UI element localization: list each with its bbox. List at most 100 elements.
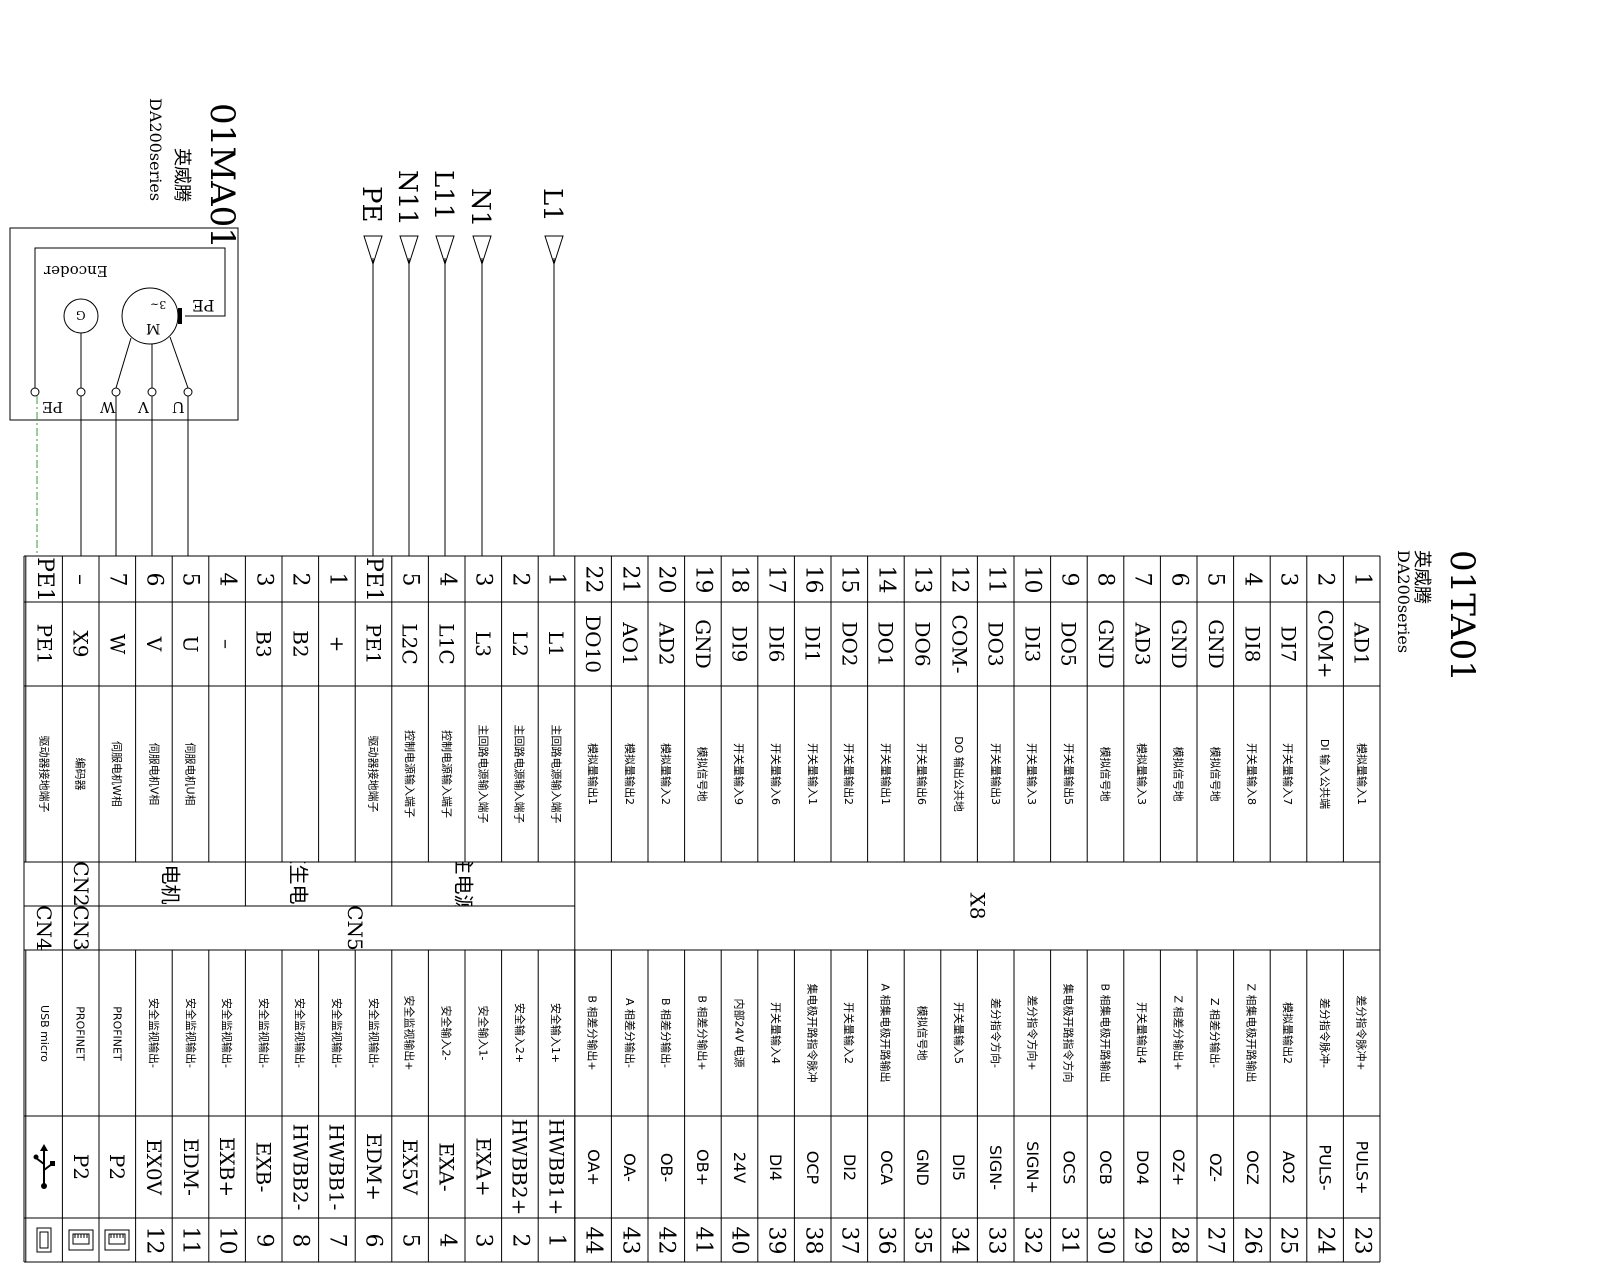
power-pin-desc-text: 伺服电机W相	[110, 741, 124, 807]
x8-pin-number: 35	[904, 1218, 941, 1262]
x8-pin-desc-text: B 相差分输出+	[695, 995, 709, 1071]
cn3-label: CN3	[62, 906, 99, 950]
motor-title: 01MA01	[202, 103, 242, 249]
x8-pin-number-text: 5	[1202, 572, 1228, 586]
terminal-table-grid	[23, 555, 1381, 1263]
x8-pin-desc-text: 开关量输出2	[842, 743, 856, 805]
motor-group: 电机	[99, 862, 245, 906]
safety-pin-number-text: 2	[507, 1233, 533, 1247]
drive-brand: 英威腾	[1411, 550, 1432, 604]
power-pin-code: B2	[282, 602, 319, 686]
x8-pin-code-text: GND	[912, 1148, 932, 1186]
x8-pin-code-text: OZ-	[1205, 1152, 1225, 1182]
x8-pin-code: DI5	[941, 1116, 978, 1218]
x8-pin-number-text: 42	[653, 1226, 679, 1254]
power-pin-desc-text: 主回路电源输入端子	[549, 724, 563, 824]
safety-pin-desc: 安全监视输出-	[172, 950, 209, 1116]
x8-pin-code-text: SIGN-	[986, 1144, 1006, 1190]
x8-pin-desc-text: 开关量输入5	[952, 1002, 966, 1064]
motor-series-block: DA200series	[146, 98, 165, 201]
x8-pin-code: DI6	[758, 602, 795, 686]
cn4-label: CN4	[26, 906, 63, 950]
safety-pin-desc-text: 安全输入1+	[549, 1002, 563, 1064]
x8-pin-desc: 开关量输入9	[721, 686, 758, 862]
x8-pin-number: 13	[904, 556, 941, 602]
x8-pin-number: 36	[868, 1218, 905, 1262]
power-pin-desc: 伺服电机W相	[99, 686, 136, 862]
x8-pin-number: 2	[1307, 556, 1344, 602]
x8-pin-number: 43	[611, 1218, 648, 1262]
drive-series: DA200series	[1394, 550, 1413, 654]
safety-pin-code-text: EX0V	[141, 1138, 166, 1196]
arrow-n11	[399, 235, 419, 266]
x8-pin-code-text: PULS-	[1315, 1143, 1335, 1191]
power-pin-desc: 主回路电源输入端子	[502, 686, 539, 862]
x8-pin-code: OCS	[1051, 1116, 1088, 1218]
x8-pin-number-text: 12	[946, 565, 972, 593]
x8-pin-code-text: DI5	[949, 1153, 969, 1181]
x8-pin-number: 14	[868, 556, 905, 602]
x8-pin-desc-text: 模拟量输出2	[1281, 1002, 1295, 1064]
x8-pin-code-text: OCZ	[1242, 1149, 1262, 1185]
x8-pin-number-text: 3	[1275, 572, 1301, 586]
x8-pin-code: DO10	[575, 602, 612, 686]
x8-pin-desc-text: A 相集电极开路输出	[878, 983, 892, 1083]
power-pin-desc: 控制电源输入端子	[428, 686, 465, 862]
x8-pin-code: DI2	[831, 1116, 868, 1218]
safety-pin-desc: 安全输入2-	[428, 950, 465, 1116]
x8-pin-number: 15	[831, 556, 868, 602]
power-pin-code: L2	[502, 602, 539, 686]
x8-pin-desc-text: Z 相差分输出-	[1208, 997, 1222, 1069]
x8-pin-desc-text: 开关量输出1	[878, 743, 892, 805]
x8-pin-code-text: DO3	[983, 621, 1008, 667]
x8-pin-code-text: GND	[1203, 619, 1228, 669]
x8-pin-desc: 模拟量输出1	[575, 686, 612, 862]
x8-pin-desc: 开关量输入7	[1270, 686, 1307, 862]
x8-pin-code: GND	[1160, 602, 1197, 686]
x8-pin-code-text: GND	[1166, 619, 1191, 669]
power-pin-number: PE1	[355, 556, 392, 602]
power-pin-number: 1	[538, 556, 575, 602]
x8-pin-number-text: 25	[1275, 1226, 1301, 1254]
power-pin-number: 7	[99, 556, 136, 602]
x8-pin-desc-text: B 相差分输出-	[659, 997, 673, 1069]
x8-pin-code: OCB	[1087, 1116, 1124, 1218]
x8-pin-code-text: OA-	[620, 1152, 640, 1182]
x8-pin-number: 39	[758, 1218, 795, 1262]
x8-pin-code-text: COM-	[947, 614, 972, 674]
drive-series-block: DA200series	[1394, 550, 1413, 654]
safety-pin-desc-text: 安全监视输出-	[220, 998, 234, 1068]
safety-pin-desc: 安全监视输出-	[136, 950, 173, 1116]
power-pin-number-text: 1	[324, 572, 350, 586]
x8-pin-desc-text: Z 相差分输出+	[1171, 995, 1185, 1071]
x8-pin-desc: 开关量输入8	[1234, 686, 1271, 862]
x8-pin-code: DO3	[977, 602, 1014, 686]
x8-pin-desc: 开关量输出2	[831, 686, 868, 862]
power-pin-number: 1	[319, 556, 356, 602]
x8-pin-number-text: 43	[617, 1226, 643, 1254]
power-pin-desc	[282, 686, 319, 862]
power-pin-number-text: 3	[470, 572, 496, 586]
safety-pin-number: 9	[245, 1218, 282, 1262]
x8-pin-code-text: DI9	[727, 625, 752, 663]
x8-pin-code: DI8	[1234, 602, 1271, 686]
x8-pin-code-text: DO1	[873, 621, 898, 667]
comm-port-desc: PROFINET	[62, 950, 99, 1116]
x8-pin-code-text: OA+	[583, 1148, 603, 1186]
x8-group-label-text: X8	[965, 892, 990, 920]
x8-pin-desc: 开关量输入6	[758, 686, 795, 862]
wiring-lines	[9, 227, 564, 556]
x8-pin-desc-text: 开关量输出6	[915, 743, 929, 805]
x8-pin-desc-text: 模拟量输出2	[622, 743, 636, 805]
power-pin-code: V	[136, 602, 173, 686]
x8-pin-code-text: 24V	[729, 1151, 749, 1183]
power-pin-number: 6	[136, 556, 173, 602]
x8-pin-desc: 差分指令方向+	[1014, 950, 1051, 1116]
x8-pin-desc: 开关量输入2	[831, 950, 868, 1116]
x8-pin-desc-text: 模拟信号地	[1098, 746, 1112, 802]
x8-pin-number: 17	[758, 556, 795, 602]
x8-pin-code: GND	[904, 1116, 941, 1218]
x8-pin-number: 8	[1087, 556, 1124, 602]
encoder-frame	[34, 247, 226, 388]
